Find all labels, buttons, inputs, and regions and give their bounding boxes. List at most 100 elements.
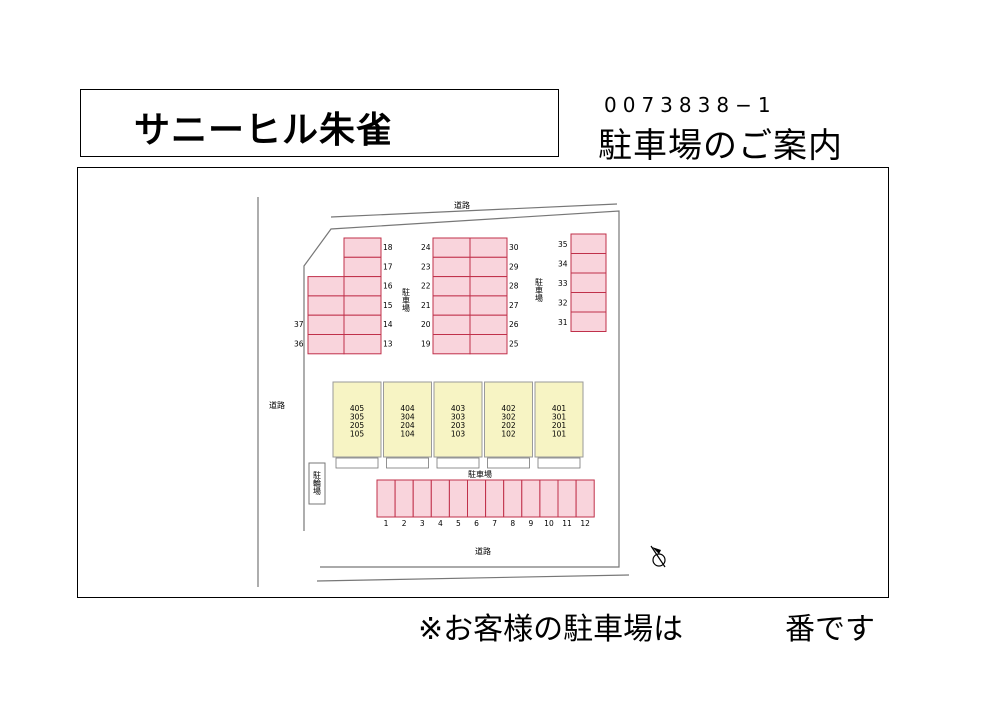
parking-space [570, 311, 607, 332]
parking-space [376, 479, 396, 518]
parking-map: 道路 道路 道路 駐車場 駐車場 駐車場 駐輪場 縦列 縦列 181716151… [77, 167, 889, 598]
parking-space [448, 479, 468, 518]
room-number: 304 [400, 413, 415, 422]
parking-space-number: 1 [384, 519, 389, 528]
parking-space-number: 29 [509, 262, 519, 271]
room-number: 303 [451, 413, 466, 422]
room-number: 305 [350, 413, 365, 422]
parking-map-svg: 道路 道路 道路 駐車場 駐車場 駐車場 駐輪場 縦列 縦列 181716151… [257, 197, 666, 587]
room-number: 105 [350, 430, 365, 439]
parking-space-number: 30 [509, 243, 519, 252]
property-code: 0073838−1 [604, 93, 777, 117]
parking-space-number: 6 [474, 519, 479, 528]
guide-title: 駐車場のご案内 [598, 126, 843, 166]
property-name-box [80, 89, 559, 157]
parking-space-number: 24 [421, 243, 431, 252]
parking-space [503, 479, 523, 518]
building-entrance [487, 457, 530, 469]
parking-space-number: 4 [438, 519, 443, 528]
parking-space [432, 334, 471, 355]
room-number: 202 [501, 421, 516, 430]
parking-space [432, 276, 471, 297]
building-entrance [335, 457, 379, 469]
parking-space [343, 256, 382, 278]
road-edge-top [330, 203, 618, 218]
road-label-left: 道路 [269, 400, 285, 410]
parking-space-number: 12 [580, 519, 590, 528]
room-number: 405 [350, 404, 365, 413]
parking-space-number: 20 [421, 320, 431, 329]
room-number: 104 [400, 430, 415, 439]
building-entrance [436, 457, 480, 469]
parking-space [307, 314, 345, 336]
footer-note: ※お客様の駐車場は [418, 612, 684, 647]
parking-space-number: 11 [562, 519, 572, 528]
room-number: 205 [350, 421, 365, 430]
building-unit [332, 381, 382, 458]
parking-space [343, 237, 382, 258]
building-entrance [537, 457, 581, 469]
building-unit [534, 381, 584, 458]
parking-space [570, 292, 607, 313]
parking-space-number: 7 [492, 519, 497, 528]
room-number: 403 [451, 404, 466, 413]
parking-space-number: 15 [383, 301, 393, 310]
room-number: 402 [501, 404, 516, 413]
building-unit [433, 381, 483, 458]
property-name: サニーヒル朱雀 [134, 110, 394, 151]
parking-space-number: 31 [558, 318, 568, 327]
parking-space [469, 237, 508, 258]
room-number: 401 [552, 404, 567, 413]
parking-space [307, 295, 345, 316]
parking-space-number: 5 [456, 519, 461, 528]
parking-space [469, 295, 508, 316]
parking-space-number: 36 [294, 340, 304, 349]
parking-space [432, 256, 471, 278]
parking-space [432, 237, 471, 258]
parking-space [343, 295, 382, 316]
parking-space [570, 253, 607, 274]
parking-space [432, 295, 471, 316]
parking-space-number: 9 [528, 519, 533, 528]
parking-label-bottom: 駐車場 [468, 469, 492, 479]
parking-space [469, 276, 508, 297]
parking-space [307, 334, 345, 355]
parking-space [394, 479, 414, 518]
road-label-bottom: 道路 [475, 546, 491, 556]
parking-space-number: 2 [402, 519, 407, 528]
room-number: 404 [400, 404, 415, 413]
parking-space-number: 17 [383, 262, 393, 271]
parking-space [539, 479, 559, 518]
parking-space-number: 10 [544, 519, 554, 528]
road-edge-bottom [316, 574, 630, 582]
parking-space-number: 33 [558, 279, 568, 288]
room-number: 203 [451, 421, 466, 430]
room-number: 302 [501, 413, 516, 422]
footer-suffix: 番です [785, 612, 875, 647]
room-number: 103 [451, 430, 466, 439]
parking-space-number: 18 [383, 243, 393, 252]
parking-space-number: 35 [558, 240, 568, 249]
parking-space [485, 479, 505, 518]
lot-boundary [303, 210, 620, 568]
parking-space-number: 32 [558, 299, 568, 308]
bike-parking [308, 462, 326, 505]
parking-space [469, 334, 508, 355]
parking-space [570, 272, 607, 293]
parking-space-number: 16 [383, 282, 393, 291]
parking-space [469, 314, 508, 336]
parking-space-number: 14 [383, 320, 393, 329]
parking-space [307, 276, 345, 297]
room-number: 101 [552, 430, 567, 439]
parking-label-right: 駐車場 [535, 277, 544, 303]
parking-stalls: 1817161514133736242322212019302928272625… [294, 233, 607, 355]
room-number: 201 [552, 421, 567, 430]
parking-label-left: 駐車場 [402, 287, 411, 313]
parking-space [575, 479, 595, 518]
parking-space-number: 34 [558, 260, 568, 269]
parking-space [343, 276, 382, 297]
parking-space-number: 22 [421, 282, 431, 291]
building-unit [484, 381, 533, 458]
parking-space-number: 19 [421, 340, 431, 349]
